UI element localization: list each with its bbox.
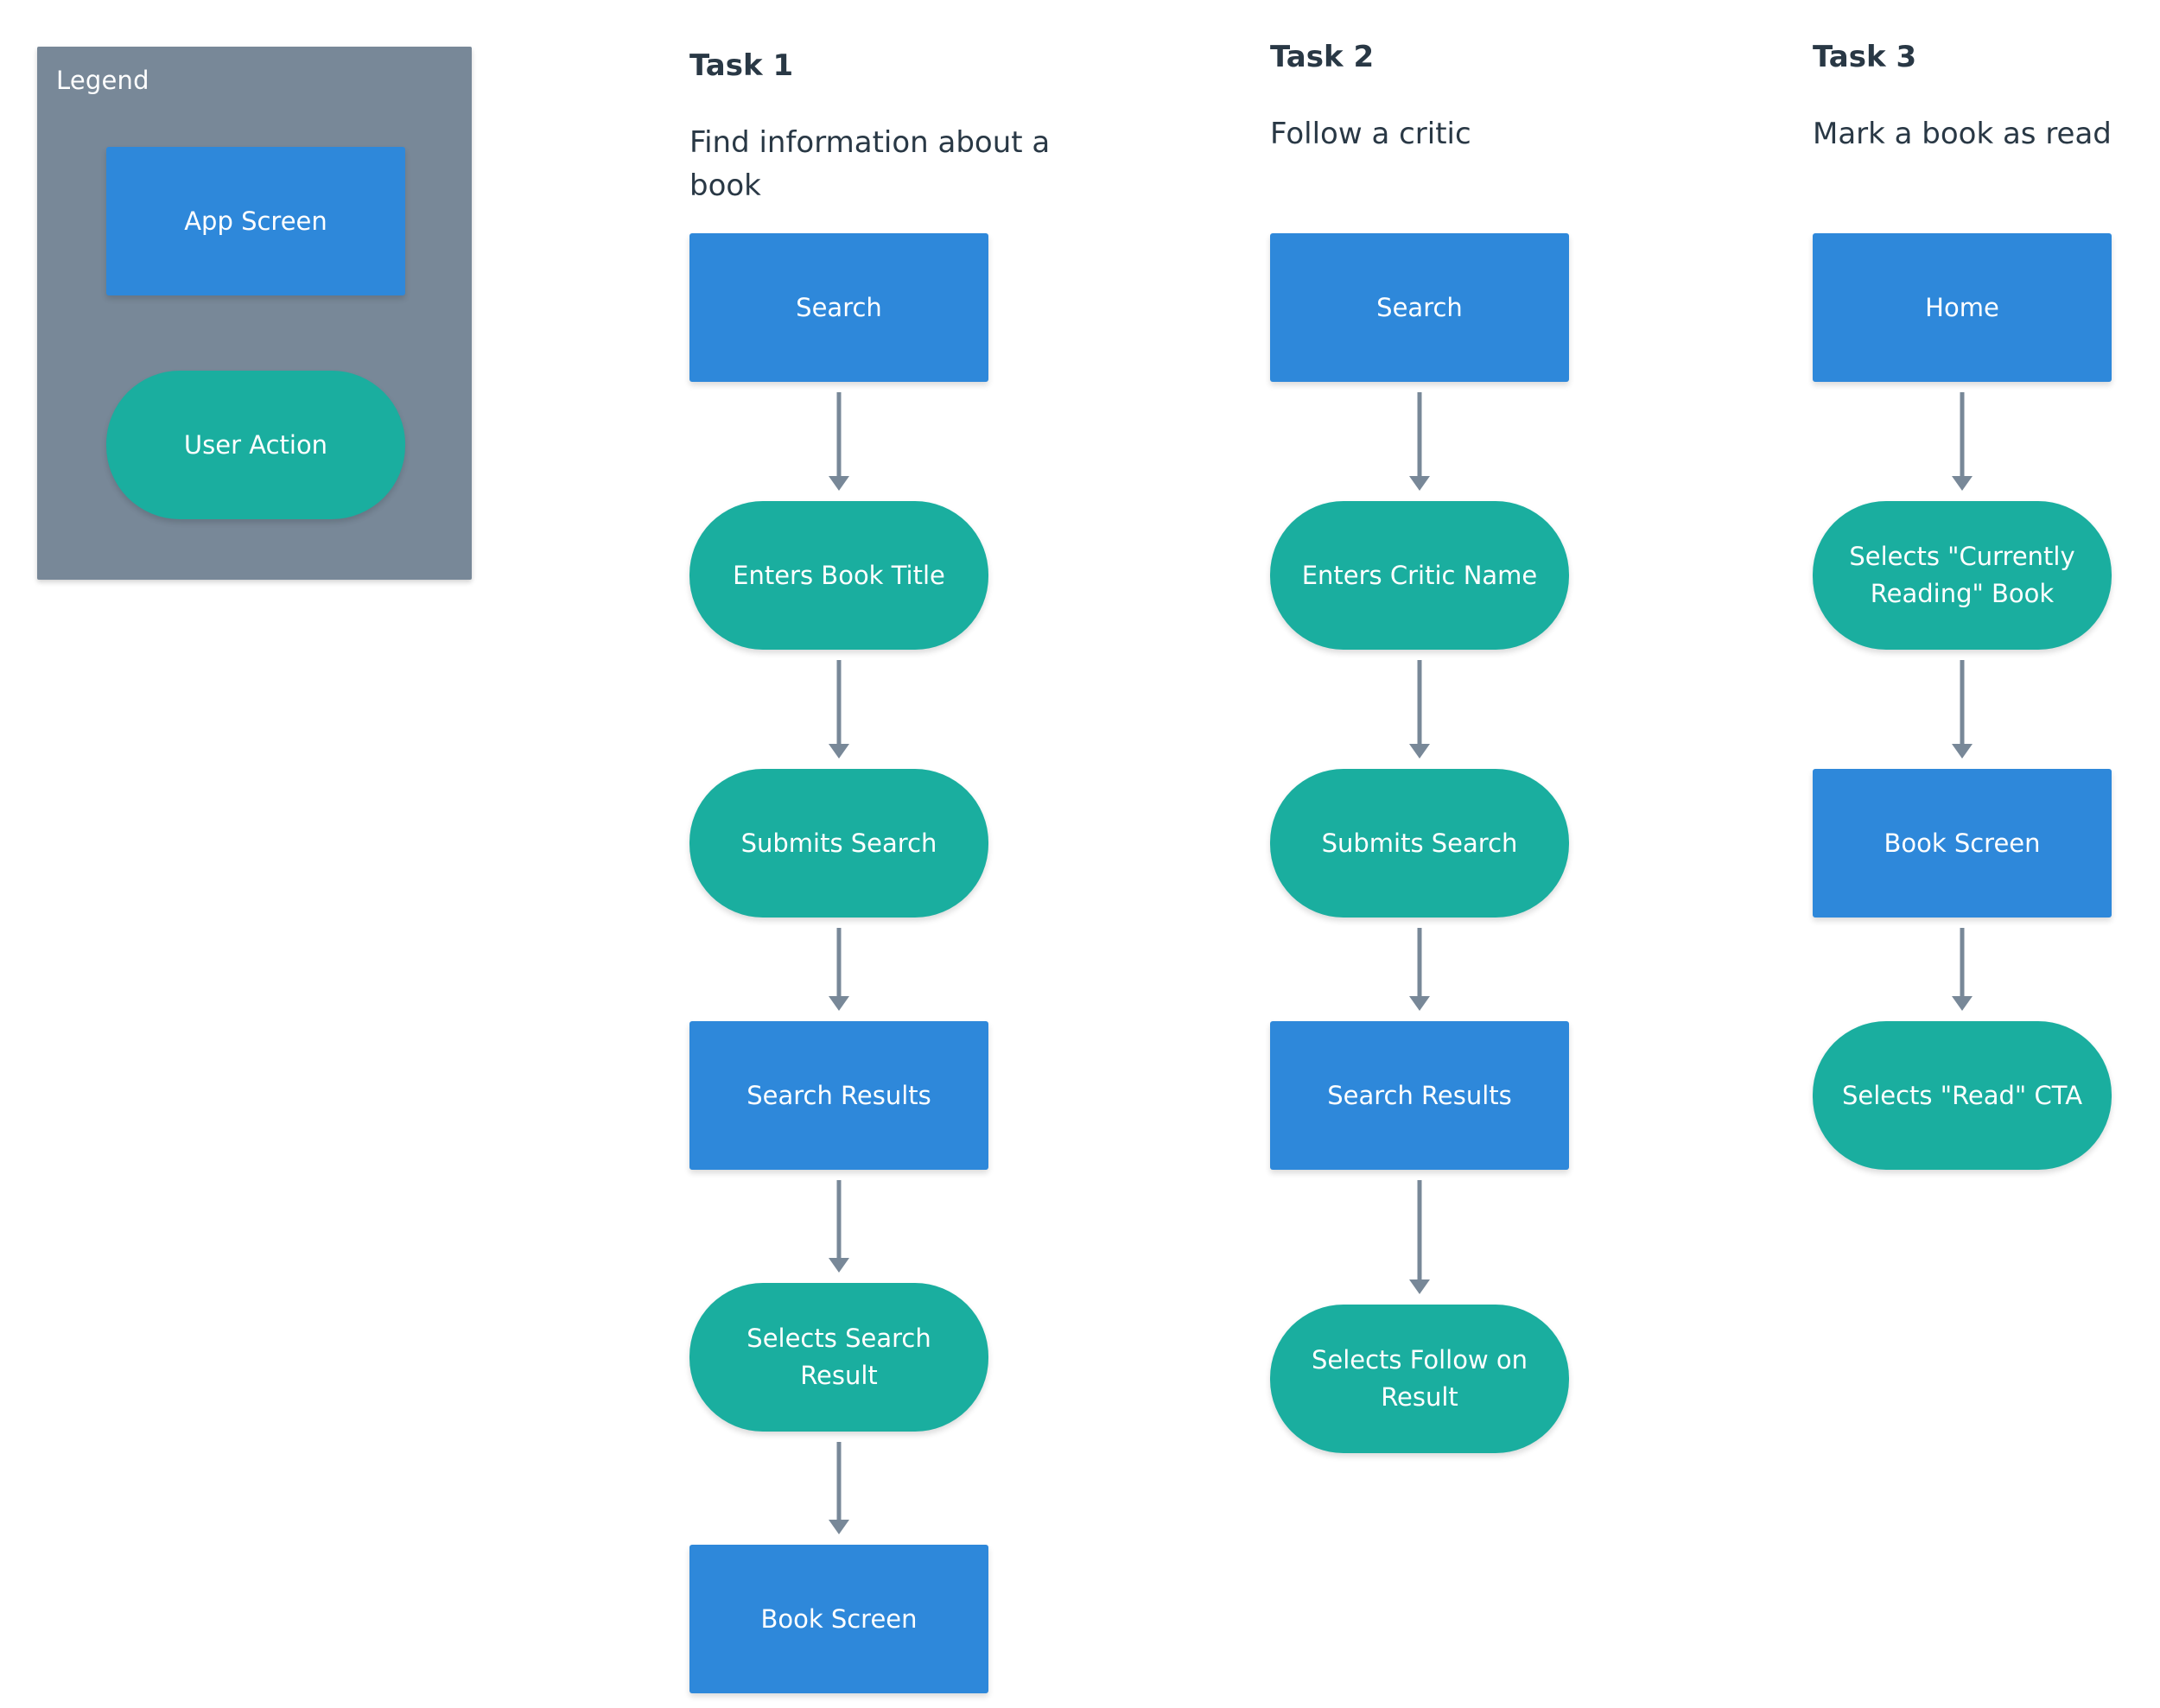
task-3-step-3-app-screen: Book Screen: [1813, 769, 2112, 917]
task-1-arrow-4: [829, 1180, 849, 1273]
task-2-step-4-app-screen: Search Results: [1270, 1021, 1569, 1170]
task-1-step-2-user-action: Enters Book Title: [689, 501, 988, 650]
task-2-heading: Task 2: [1270, 40, 1375, 74]
task-1-heading: Task 1: [689, 48, 794, 83]
legend-user-action: User Action: [106, 371, 405, 519]
task-3-step-2-user-action: Selects "Currently Reading" Book: [1813, 501, 2112, 650]
task-1-arrow-2: [829, 660, 849, 759]
legend-title: Legend: [56, 66, 149, 95]
task-2-step-5-user-action: Selects Follow on Result: [1270, 1305, 1569, 1453]
task-3-step-4-user-action: Selects "Read" CTA: [1813, 1021, 2112, 1170]
task-1-step-5-user-action: Selects Search Result: [689, 1283, 988, 1432]
task-1-arrow-3: [829, 928, 849, 1011]
task-1-step-6-app-screen: Book Screen: [689, 1545, 988, 1693]
node-label: Selects Search Result: [746, 1324, 931, 1390]
task-3-arrow-2: [1952, 660, 1973, 759]
task-3-heading: Task 3: [1813, 40, 1917, 74]
task-1-step-3-user-action: Submits Search: [689, 769, 988, 917]
legend-panel: Legend App Screen User Action: [37, 47, 472, 580]
task-1-step-4-app-screen: Search Results: [689, 1021, 988, 1170]
task-2-arrow-4: [1409, 1180, 1430, 1294]
task-2-arrow-3: [1409, 928, 1430, 1011]
task-3-description: Mark a book as read: [1813, 117, 2112, 151]
node-label: Selects "Currently Reading" Book: [1849, 542, 2075, 608]
task-1-step-1-app-screen: Search: [689, 233, 988, 382]
task-2-description: Follow a critic: [1270, 117, 1471, 151]
task-3-step-1-app-screen: Home: [1813, 233, 2112, 382]
task-2-step-3-user-action: Submits Search: [1270, 769, 1569, 917]
task-1-description: Find information about a book: [689, 125, 1051, 203]
task-3-arrow-1: [1952, 392, 1973, 491]
task-2-arrow-2: [1409, 660, 1430, 759]
legend-app-screen: App Screen: [106, 147, 405, 295]
node-label: Selects Follow on Result: [1311, 1345, 1528, 1412]
task-2-step-2-user-action: Enters Critic Name: [1270, 501, 1569, 650]
task-1-arrow-1: [829, 392, 849, 491]
task-1-arrow-5: [829, 1442, 849, 1534]
task-3-arrow-3: [1952, 928, 1973, 1011]
task-2-arrow-1: [1409, 392, 1430, 491]
task-2-step-1-app-screen: Search: [1270, 233, 1569, 382]
